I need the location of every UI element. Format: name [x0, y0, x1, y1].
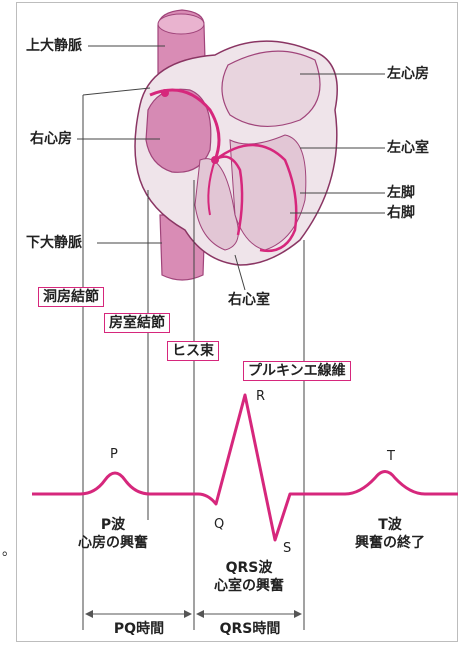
- qrs-wave-caption: QRS波 心室の興奮: [197, 559, 301, 595]
- purkinje-label: プルキンエ線維: [243, 361, 351, 381]
- qrs-wave-title: QRS波: [197, 559, 301, 577]
- p-wave-letter: P: [110, 447, 118, 462]
- p-wave-desc: 心房の興奮: [63, 534, 163, 552]
- p-wave-caption: P波 心房の興奮: [63, 516, 163, 552]
- left-ventricle-label: 左心室: [387, 140, 429, 156]
- margin-mark: 。: [2, 540, 16, 560]
- heart-illustration: [135, 10, 337, 280]
- q-wave-letter: Q: [214, 517, 224, 532]
- inferior-vena-cava-label: 下大静脈: [26, 235, 82, 251]
- av-node-label: 房室結節: [104, 313, 170, 333]
- left-atrium-label: 左心房: [387, 66, 429, 82]
- right-bundle-label: 右脚: [387, 205, 415, 221]
- right-ventricle-label: 右心室: [228, 292, 270, 308]
- pq-interval-label: PQ時間: [98, 620, 180, 638]
- t-wave-letter: T: [387, 449, 395, 464]
- t-wave-caption: T波 興奮の終了: [340, 516, 440, 552]
- qrs-wave-desc: 心室の興奮: [197, 577, 301, 595]
- qrs-interval-label: QRS時間: [208, 620, 292, 638]
- t-wave-desc: 興奮の終了: [340, 534, 440, 552]
- his-bundle-label: ヒス束: [167, 341, 219, 361]
- sa-node-label: 洞房結節: [38, 287, 104, 307]
- t-wave-title: T波: [340, 516, 440, 534]
- right-atrium-label: 右心房: [30, 131, 72, 147]
- superior-vena-cava-label: 上大静脈: [26, 38, 82, 54]
- s-wave-letter: S: [283, 541, 291, 556]
- p-wave-title: P波: [63, 516, 163, 534]
- r-wave-letter: R: [256, 389, 265, 404]
- left-bundle-label: 左脚: [387, 185, 415, 201]
